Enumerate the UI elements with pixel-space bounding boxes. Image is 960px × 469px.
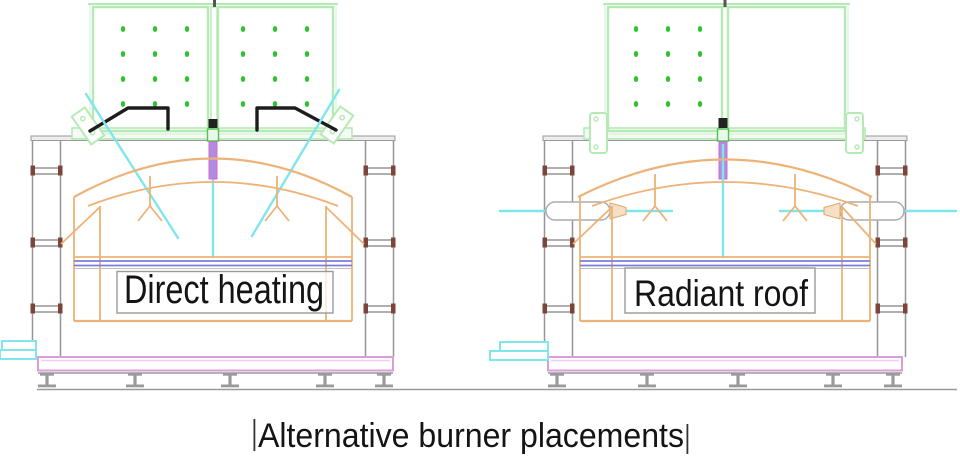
center-roof-port (206, 119, 220, 180)
recuperator-tube-dots-right (240, 26, 310, 107)
flue-duct (489, 341, 549, 361)
recuperator-center-duct (721, 6, 729, 132)
recuperator-tube-dots-left (120, 26, 190, 107)
stack-tick (213, 0, 216, 7)
side-burner-left (498, 201, 674, 221)
hearth (37, 356, 394, 374)
recuperator-box-right (216, 5, 335, 133)
air-pipe-left (88, 106, 170, 133)
label-frame-direct-heating (116, 270, 334, 314)
recuperator-center-duct (210, 6, 218, 132)
refractory-arch-and-walls (572, 158, 877, 323)
label-radiant-roof: Radiant roof (634, 273, 809, 314)
label-direct-heating: Direct heating (124, 268, 324, 312)
mounting-bracket-left (589, 112, 608, 154)
roof-burner-right (255, 105, 355, 145)
recuperator-box-left (606, 5, 724, 133)
hearth (547, 356, 903, 374)
air-pipe-right (255, 106, 338, 132)
caption-cursor-right (686, 424, 689, 454)
furnace-direct-heating: Direct heating (0, 0, 397, 388)
stock-line (74, 260, 352, 269)
center-roof-burner (716, 118, 730, 259)
flue-duct (0, 340, 37, 360)
label-frame-radiant-roof (624, 267, 816, 314)
steel-column-right (362, 137, 397, 358)
roof-burner-left (70, 106, 170, 146)
steel-column-left (541, 137, 576, 358)
recuperator-box-left (91, 5, 210, 133)
caption-cursor-left (253, 419, 256, 451)
steel-column-right (874, 137, 909, 358)
stack-tick (723, 0, 727, 7)
support-feet (38, 373, 393, 388)
support-feet (548, 373, 902, 388)
furnace-radiant-roof: Radiant roof (489, 0, 958, 388)
recuperator-box-right (726, 5, 847, 133)
diagram-caption: Alternative burner placements (258, 417, 684, 455)
refractory-arch-and-walls (60, 157, 365, 323)
mounting-bracket-right (845, 112, 864, 154)
steel-column-left (29, 137, 64, 358)
caption-group: Alternative burner placements (253, 417, 689, 455)
side-burner-right (778, 201, 958, 221)
recuperator-tube-dots-left (633, 26, 703, 107)
